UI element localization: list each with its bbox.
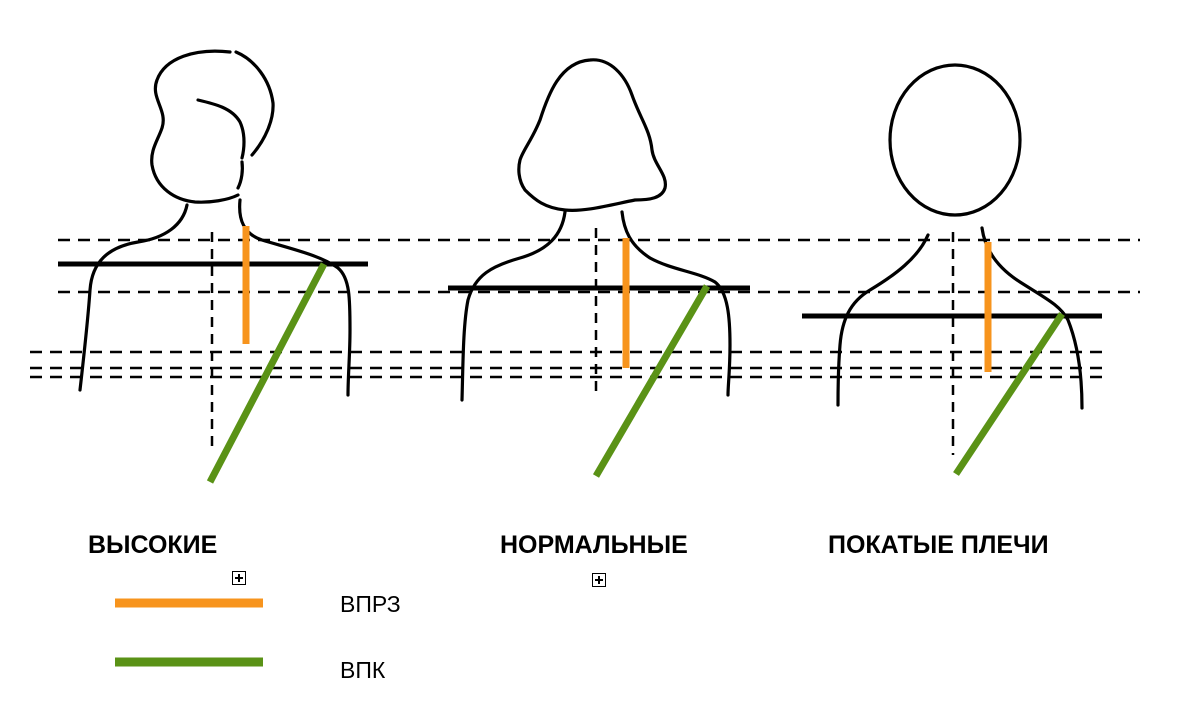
figure-normal-body — [460, 210, 732, 402]
figure-high-vpk-line — [206, 262, 328, 484]
figure-normal — [448, 58, 750, 478]
figure-sloping-head — [888, 63, 1022, 217]
figure-sloping-vpk-line — [953, 312, 1065, 476]
figure-high-head — [150, 49, 275, 204]
figure-normal-head — [517, 58, 667, 212]
figure-sloping-body — [836, 226, 1084, 410]
label-sloping-shoulders: ПОКАТЫЕ ПЛЕЧИ — [828, 531, 1049, 559]
plus-box-icon[interactable] — [232, 571, 246, 585]
figure-normal-vpk-line — [592, 284, 711, 478]
label-high-shoulders: ВЫСОКИЕ — [88, 531, 218, 559]
figure-sloping — [802, 63, 1102, 476]
legend-vprz-label: ВПРЗ — [340, 591, 401, 617]
label-normal-shoulders: НОРМАЛЬНЫЕ — [500, 531, 688, 559]
guide-lines — [30, 238, 1140, 379]
legend-vpk-label: ВПК — [340, 657, 386, 683]
figure-high — [58, 49, 368, 484]
plus-box-icon[interactable] — [592, 573, 606, 587]
legend-swatches — [115, 598, 263, 667]
